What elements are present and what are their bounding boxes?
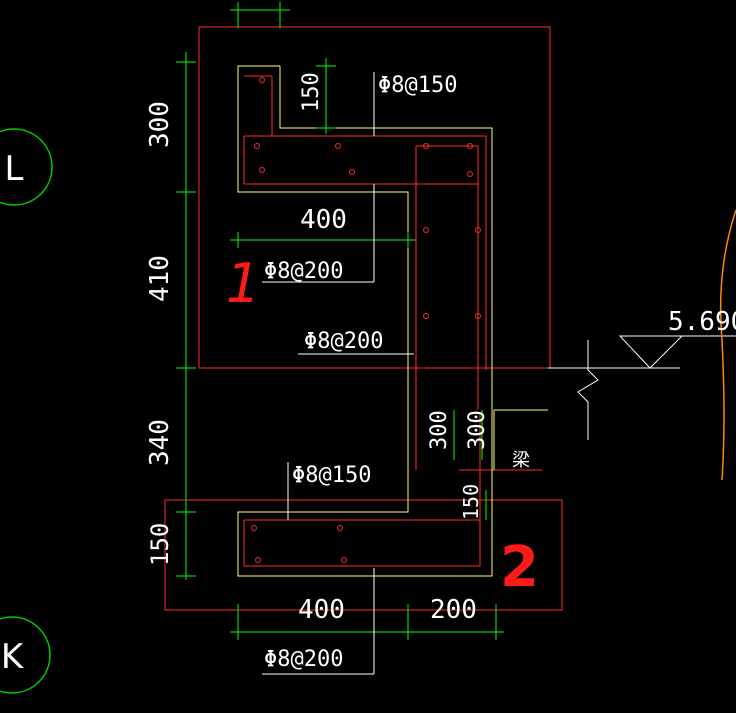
dimension-lines xyxy=(176,2,504,640)
dim-410: 410 xyxy=(145,255,175,302)
dim-200-lower: 200 xyxy=(430,595,477,625)
dim-150-right: 150 xyxy=(459,484,483,520)
handwritten-annotations: 1 2 xyxy=(226,252,539,600)
dim-340: 340 xyxy=(145,419,175,466)
rebar-spec-bottom: Φ8@200 xyxy=(264,647,343,672)
dim-400-lower: 400 xyxy=(298,595,345,625)
lower-stirrup-red xyxy=(243,414,481,567)
axis-bubble-L: L xyxy=(0,128,53,206)
axis-bubble-K: K xyxy=(0,616,51,694)
rebar-spec-stem: Φ8@200 xyxy=(304,329,383,354)
rebar-dots xyxy=(251,77,481,563)
dim-150-top: 150 xyxy=(299,72,324,112)
rebar-spec-mid: Φ8@200 xyxy=(264,259,343,284)
dimension-texts: 300 150 410 400 340 150 400 200 300 300 … xyxy=(145,72,490,625)
rebar-spec-lower: Φ8@150 xyxy=(292,463,371,488)
dim-300-stem-b: 300 xyxy=(465,410,490,450)
upper-stirrup-red-right xyxy=(244,135,487,370)
beam-label: 梁 xyxy=(512,450,530,471)
stem-red-right xyxy=(416,145,479,410)
axis-label-K: K xyxy=(1,637,25,677)
orange-edge-line xyxy=(719,209,736,481)
axis-label-L: L xyxy=(5,149,24,189)
concrete-outline xyxy=(164,26,590,611)
annotation-mark-1: 1 xyxy=(226,252,260,315)
dim-400-upper: 400 xyxy=(300,205,347,235)
dim-150-lower: 150 xyxy=(146,523,174,566)
elevation-marker-triangle xyxy=(618,335,684,369)
lower-block-outline xyxy=(164,499,563,611)
annotation-mark-2: 2 xyxy=(500,535,539,600)
rebar-spec-top: Φ8@150 xyxy=(378,73,457,98)
rebar-yellow xyxy=(237,65,548,577)
dim-300-stem-a: 300 xyxy=(427,410,452,450)
rebar-spec-texts: Φ8@150 Φ8@200 Φ8@200 Φ8@150 Φ8@200 xyxy=(264,73,457,672)
rebar-loop-main xyxy=(237,65,493,577)
break-line xyxy=(577,340,599,440)
dim-300-upper: 300 xyxy=(145,101,175,148)
elevation-value: 5.690 xyxy=(668,307,736,337)
leader-lines xyxy=(262,72,736,675)
upper-stirrup-red xyxy=(243,136,478,185)
